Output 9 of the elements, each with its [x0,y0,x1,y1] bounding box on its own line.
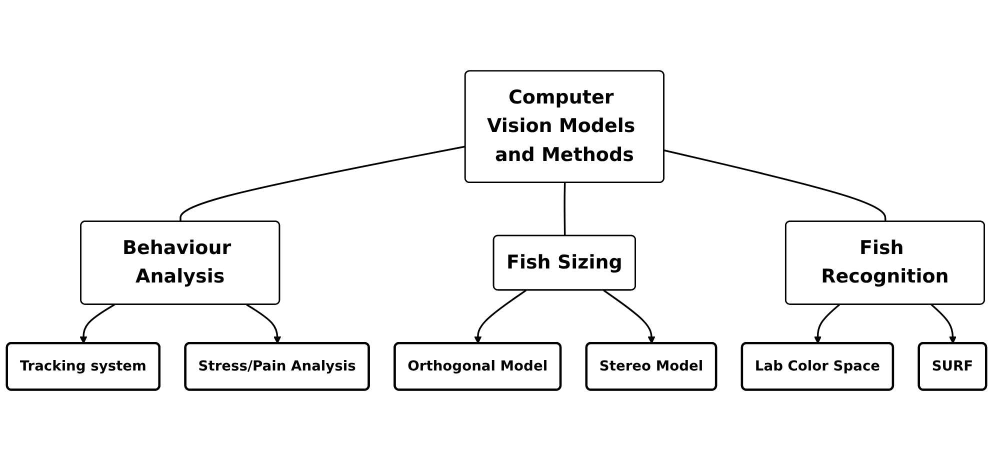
arrow [80,304,115,344]
arrow [930,304,957,344]
arrow [814,304,840,344]
connector [664,149,886,222]
arrow [603,289,656,344]
connector [180,145,466,222]
arrow [246,304,282,344]
arrow [474,289,527,344]
connector [564,182,566,236]
